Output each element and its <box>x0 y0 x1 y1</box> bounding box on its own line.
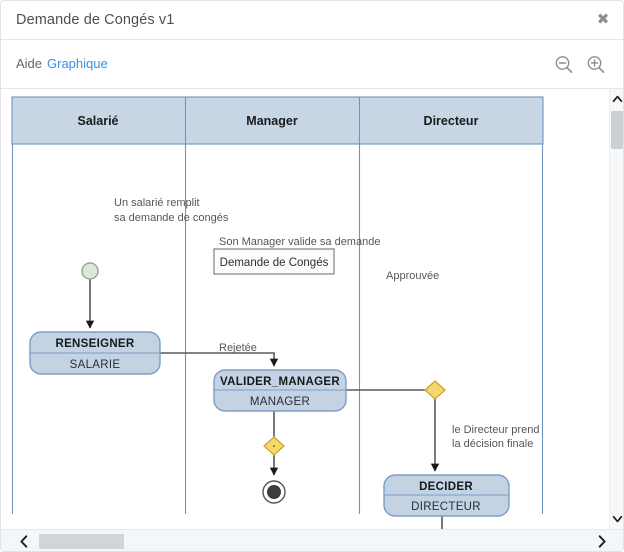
node-actor: MANAGER <box>250 396 310 408</box>
edge-label-line2: la décision finale <box>452 438 533 450</box>
horizontal-scrollbar-thumb[interactable] <box>39 534 124 549</box>
edge-label-line1: Un salarié remplit <box>114 197 200 209</box>
edge-label-decision-finale: le Directeur prend la décision finale <box>452 424 539 450</box>
diagram-title-box: Demande de Congés <box>213 248 335 275</box>
decision-diamond-rejetee[interactable] <box>263 436 285 456</box>
node-title: VALIDER_MANAGER <box>220 376 340 388</box>
lane-header-directeur: Directeur <box>424 114 479 128</box>
lane-header-manager: Manager <box>246 114 298 128</box>
zoom-in-icon[interactable] <box>583 52 609 78</box>
vertical-scrollbar[interactable] <box>609 89 623 529</box>
chevron-up-icon[interactable] <box>610 91 623 107</box>
chevron-left-icon[interactable] <box>15 532 33 551</box>
chevron-down-icon[interactable] <box>610 511 623 527</box>
activity-node-valider-manager[interactable]: VALIDER_MANAGER MANAGER <box>213 369 347 412</box>
window-titlebar: Demande de Congés v1 ✖ <box>1 1 623 40</box>
window-title: Demande de Congés v1 <box>16 12 175 28</box>
edge-label-valider: Son Manager valide sa demande <box>219 236 380 248</box>
node-actor: DIRECTEUR <box>411 501 481 513</box>
activity-node-renseigner[interactable]: RENSEIGNER SALARIE <box>29 331 161 375</box>
node-title: RENSEIGNER <box>55 338 134 350</box>
node-title: DECIDER <box>419 481 473 493</box>
swimlane-dividers <box>11 144 544 514</box>
edge-label-approuvee: Approuvée <box>386 270 439 282</box>
swimlane-headers: Salarié Manager Directeur <box>11 96 544 145</box>
diagram-canvas-area: Salarié Manager Directeur Demande de Con… <box>1 89 623 551</box>
decision-diamond-approuvee[interactable] <box>424 380 446 400</box>
close-icon[interactable]: ✖ <box>596 11 610 28</box>
graph-menu-item[interactable]: Graphique <box>47 56 108 71</box>
edge-label-renseigner: Un salarié remplit sa demande de congés <box>114 197 229 224</box>
edge-label-rejetee: Rejetée <box>219 342 257 354</box>
edge-label-line1: le Directeur prend <box>452 424 539 436</box>
horizontal-scrollbar[interactable] <box>1 529 623 551</box>
toolbar: Aide Graphique <box>1 40 623 89</box>
vertical-scrollbar-thumb[interactable] <box>611 111 623 149</box>
lane-header-salarie: Salarié <box>77 114 118 128</box>
edge-label-line2: sa demande de congés <box>114 212 229 224</box>
node-actor: SALARIE <box>70 359 121 371</box>
zoom-out-icon[interactable] <box>551 52 577 78</box>
diagram-title-label: Demande de Congés <box>220 257 329 269</box>
diagram-canvas[interactable]: Salarié Manager Directeur Demande de Con… <box>1 89 609 529</box>
initial-node[interactable] <box>81 262 99 280</box>
help-menu-item[interactable]: Aide <box>16 56 43 71</box>
activity-node-decider[interactable]: DECIDER DIRECTEUR <box>383 474 510 517</box>
edge-renseigner-to-valider <box>160 352 279 367</box>
final-node-rejetee[interactable] <box>262 480 286 504</box>
chevron-right-icon[interactable] <box>593 532 611 551</box>
